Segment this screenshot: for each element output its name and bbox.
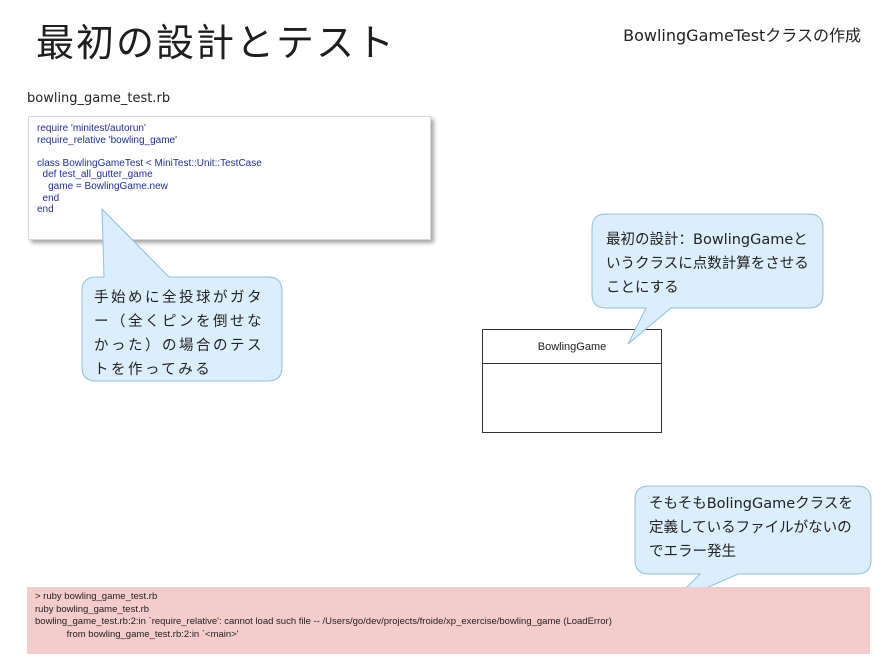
code-line: require_relative 'bowling_game' xyxy=(37,134,178,146)
code-block: require 'minitest/autorun' require_relat… xyxy=(28,116,431,240)
code-line: def test_all_gutter_game xyxy=(37,169,153,181)
terminal-line: ruby bowling_game_test.rb xyxy=(35,603,150,615)
uml-class-name: BowlingGame xyxy=(483,330,661,364)
file-name-label: bowling_game_test.rb xyxy=(27,91,171,106)
code-line: class BowlingGameTest < MiniTest::Unit::… xyxy=(37,157,262,169)
terminal-line: bowling_game_test.rb:2:in `require_relat… xyxy=(35,616,612,627)
code-line: end xyxy=(37,204,54,216)
code-line: end xyxy=(37,192,60,204)
slide-subtitle: BowlingGameTestクラスの作成 xyxy=(623,26,861,45)
uml-class-box: BowlingGame xyxy=(482,329,662,433)
terminal-line: > ruby bowling_game_test.rb xyxy=(35,591,158,602)
terminal-output: > ruby bowling_game_test.rb ruby bowling… xyxy=(27,587,870,654)
slide-title: 最初の設計とテスト xyxy=(36,21,397,65)
callout-design-text: 最初の設計：BowlingGameというクラスに点数計算をさせることにする xyxy=(606,232,809,296)
callout-design-shape xyxy=(591,213,824,345)
callout-gutter-test-shape xyxy=(81,207,283,382)
code-line: game = BowlingGame.new xyxy=(37,180,168,192)
callout-error-text: そもそもBolingGameクラスを定義しているファイルがないのでエラー発生 xyxy=(649,496,853,560)
code-line: require 'minitest/autorun' xyxy=(37,123,146,134)
callout-gutter-test-text: 手始めに全投球がガター（全くピンを倒せなかった）の場合のテストを作ってみる xyxy=(94,290,264,378)
terminal-line: from bowling_game_test.rb:2:in `<main>' xyxy=(35,628,239,640)
